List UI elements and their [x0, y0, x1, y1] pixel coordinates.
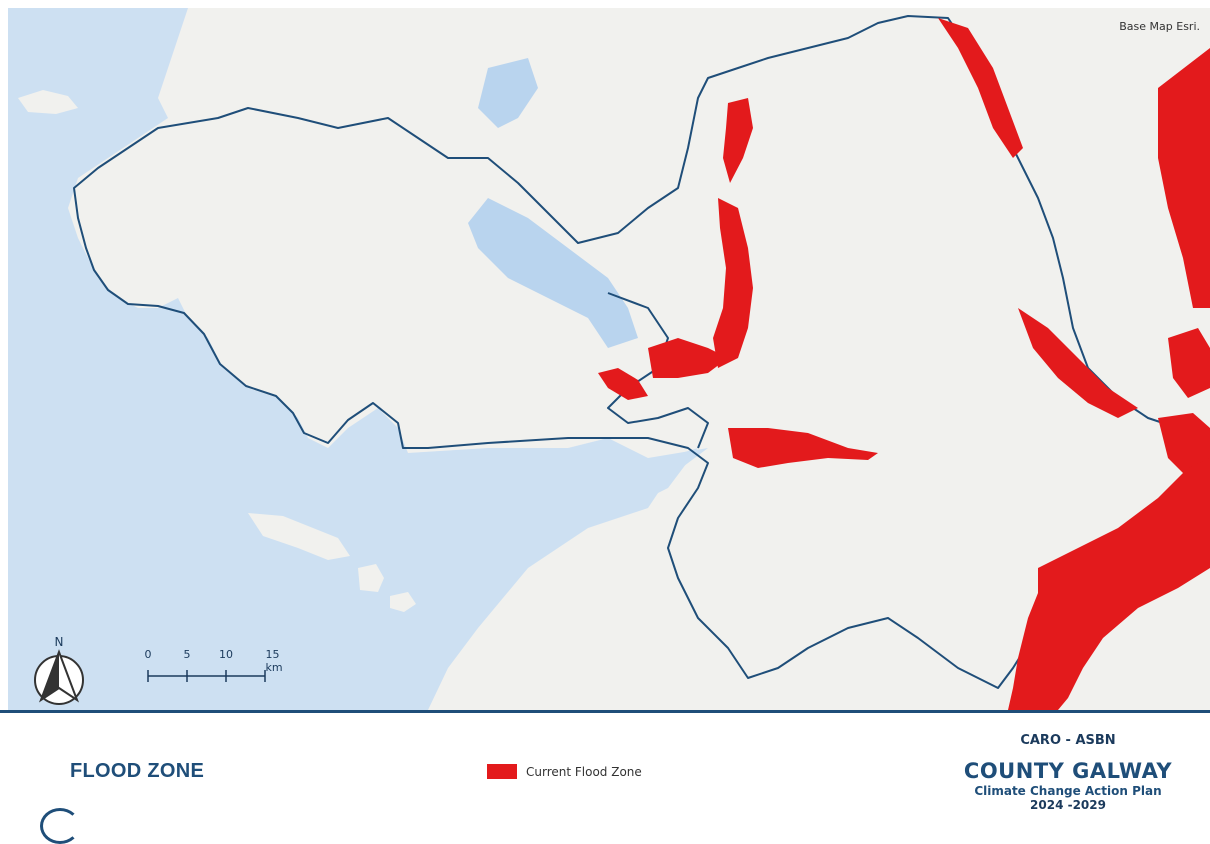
scale-tick-label-10: 10: [219, 648, 233, 661]
flood-zone-corrib-east: [713, 198, 753, 368]
aran-island-inis-mor: [248, 513, 350, 560]
flood-zone-shannon-east: [1158, 413, 1210, 478]
galway-bay: [228, 448, 698, 618]
aran-island-inis-oirr: [390, 592, 416, 612]
north-label: N: [55, 635, 64, 649]
frame-divider: [0, 710, 1210, 713]
flood-zone-corrib-north: [723, 98, 753, 183]
flood-zone-east-ridge: [1168, 328, 1210, 398]
flood-zone-shannon-south: [1008, 458, 1210, 710]
lough-boundary: [607, 292, 709, 449]
basemap-credit: Base Map Esri.: [1119, 20, 1200, 33]
aran-island-inis-meain: [358, 564, 384, 592]
plan-title: Climate Change Action Plan: [974, 784, 1162, 798]
flood-zone-east-lake: [1158, 48, 1210, 308]
scale-tick-label-15: 15 km: [265, 648, 283, 674]
north-arrow: N: [30, 634, 88, 708]
plan-years: 2024 -2029: [1030, 798, 1106, 813]
plan-county-name: COUNTY GALWAY: [963, 759, 1173, 783]
flood-zone-oranmore: [728, 428, 878, 468]
lough-corrib: [468, 198, 638, 348]
flood-zone-suck-valley: [1018, 308, 1138, 418]
north-arrow-icon: N: [34, 635, 84, 705]
logo-icon: [40, 808, 80, 844]
mainland: [68, 8, 1210, 710]
legend-title: FLOOD ZONE: [70, 760, 205, 782]
flood-zone-galway-city: [648, 338, 728, 378]
legend-swatch: [487, 764, 517, 779]
scale-bar-graphic: [147, 670, 266, 682]
inishbofin-island: [18, 90, 78, 114]
plan-title-block: CARO - ASBN COUNTY GALWAY Climate Change…: [948, 733, 1188, 813]
map-frame[interactable]: Base Map Esri. N 0 5 10 15 km: [8, 8, 1210, 710]
legend-label: Current Flood Zone: [526, 764, 642, 779]
flood-zone-shannon-north: [938, 18, 1023, 158]
flood-zone-west-city: [598, 368, 648, 400]
lough-mask: [478, 58, 538, 128]
legend-item-current-flood-zone: Current Flood Zone: [487, 764, 642, 779]
scale-bar: 0 5 10 15 km: [138, 648, 288, 688]
scale-tick-label-5: 5: [183, 648, 191, 661]
plan-organisation: CARO - ASBN: [1020, 733, 1116, 748]
scale-tick-label-0: 0: [144, 648, 152, 661]
map-canvas: [8, 8, 1210, 710]
